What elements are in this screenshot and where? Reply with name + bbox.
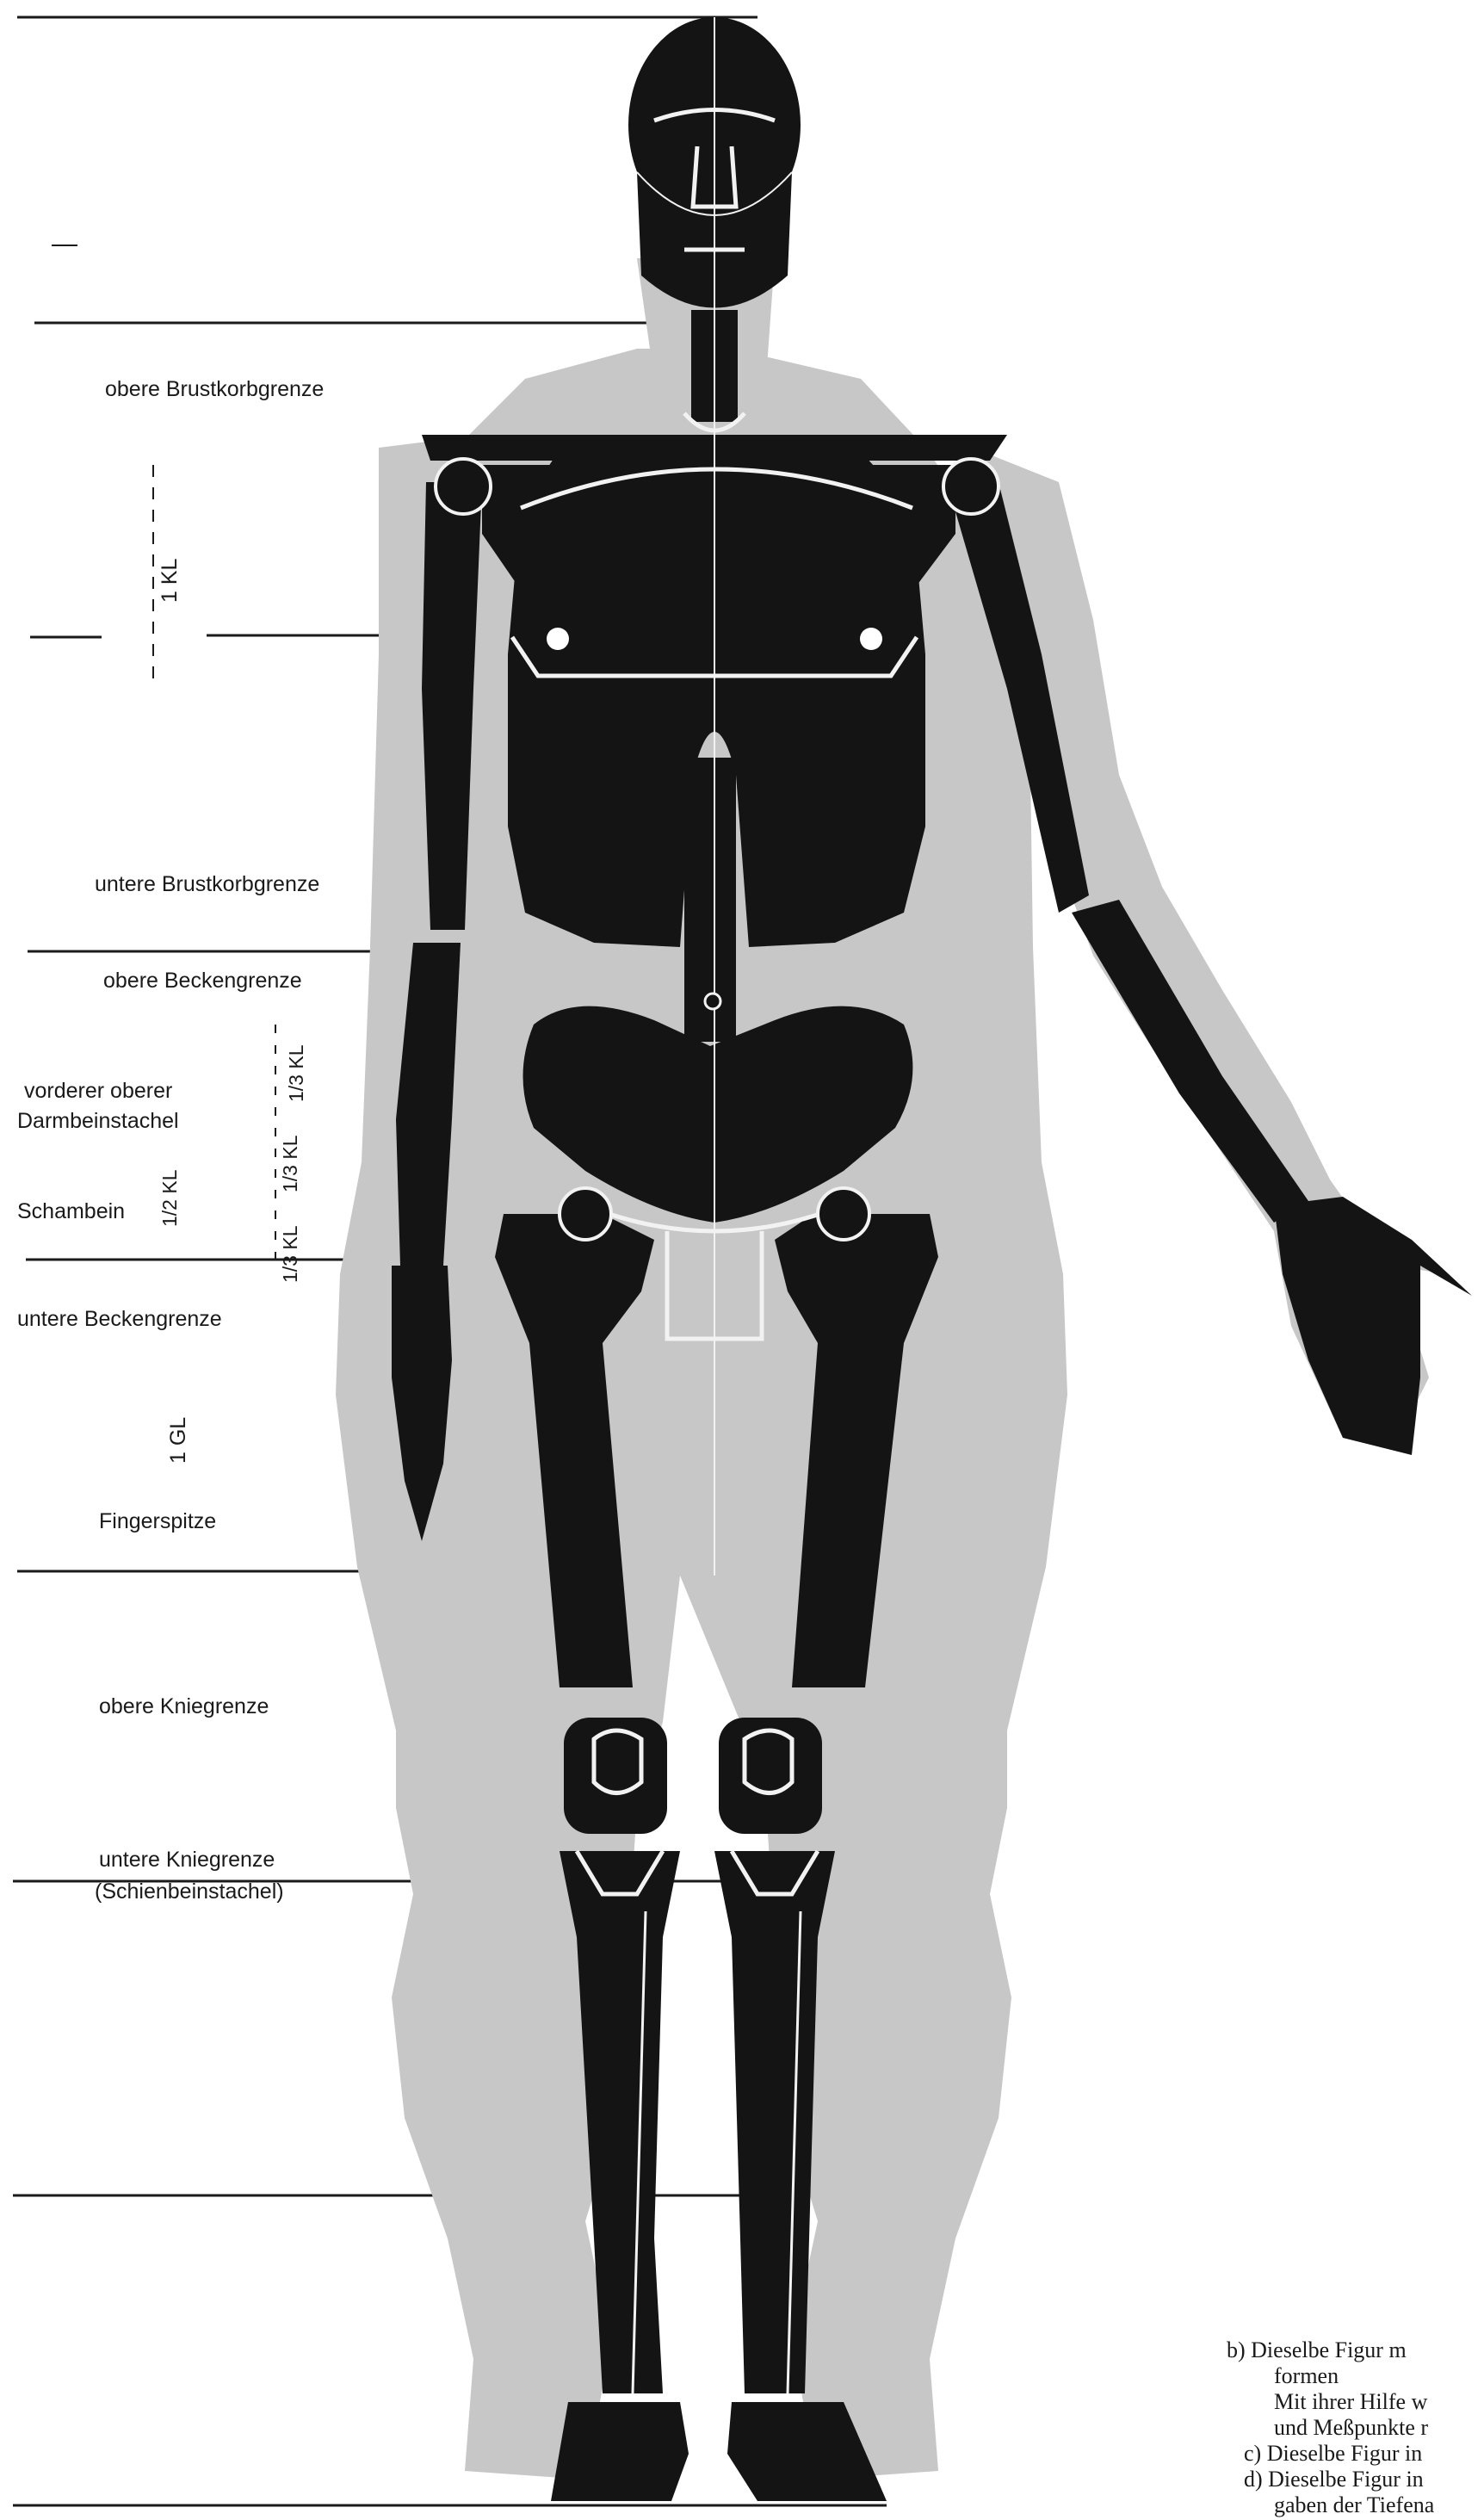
left-nipple xyxy=(860,628,882,650)
measure-half-kl: 1/2 KL xyxy=(158,1169,181,1227)
label-vorderer-oberer: vorderer oberer xyxy=(24,1079,172,1103)
label-darmbeinstachel: Darmbeinstachel xyxy=(17,1109,179,1133)
label-fingerspitze: Fingerspitze xyxy=(99,1509,216,1533)
right-hip-joint xyxy=(560,1188,611,1240)
caption-d-line1: d) Dieselbe Figur in xyxy=(1244,2467,1424,2492)
right-shoulder-joint xyxy=(436,459,491,514)
label-schambein: Schambein xyxy=(17,1199,125,1223)
right-knee xyxy=(564,1718,667,1834)
label-untere-brustkorbgrenze: untere Brustkorbgrenze xyxy=(95,872,319,896)
caption-d-line2: gaben der Tiefena xyxy=(1274,2492,1435,2517)
measure-third-kl-2: 1/3 KL xyxy=(279,1135,301,1192)
label-untere-beckengrenze: untere Beckengrenze xyxy=(17,1307,222,1331)
measure-third-kl-1: 1/3 KL xyxy=(285,1044,307,1102)
left-shoulder-joint xyxy=(943,459,999,514)
navel xyxy=(705,994,720,1009)
measure-1-gl: 1 GL xyxy=(166,1417,190,1464)
label-obere-beckengrenze: obere Beckengrenze xyxy=(103,969,302,993)
caption-b-line2: formen xyxy=(1274,2363,1339,2388)
left-hand xyxy=(1274,1197,1472,1455)
left-knee xyxy=(719,1718,822,1834)
caption: b) Dieselbe Figur m formen Mit ihrer Hil… xyxy=(1227,2337,1435,2517)
caption-c-line: c) Dieselbe Figur in xyxy=(1244,2441,1422,2466)
caption-b-line1: b) Dieselbe Figur m xyxy=(1227,2337,1407,2362)
label-obere-brustkorbgrenze: obere Brustkorbgrenze xyxy=(105,377,324,401)
label-schienbeinstachel: (Schienbeinstachel) xyxy=(95,1879,284,1904)
label-obere-kniegrenze: obere Kniegrenze xyxy=(99,1694,269,1718)
measure-third-kl-3: 1/3 KL xyxy=(279,1225,301,1283)
right-nipple xyxy=(547,628,569,650)
caption-b-line3: Mit ihrer Hilfe w xyxy=(1274,2389,1428,2414)
label-untere-kniegrenze: untere Kniegrenze xyxy=(99,1848,275,1872)
right-foot xyxy=(551,2402,689,2501)
caption-b-line4: und Meßpunkte r xyxy=(1274,2415,1428,2440)
measure-1-kl: 1 KL xyxy=(158,558,182,603)
left-hip-joint xyxy=(818,1188,869,1240)
labels: obere Brustkorbgrenze untere Brustkorbgr… xyxy=(17,377,324,1904)
